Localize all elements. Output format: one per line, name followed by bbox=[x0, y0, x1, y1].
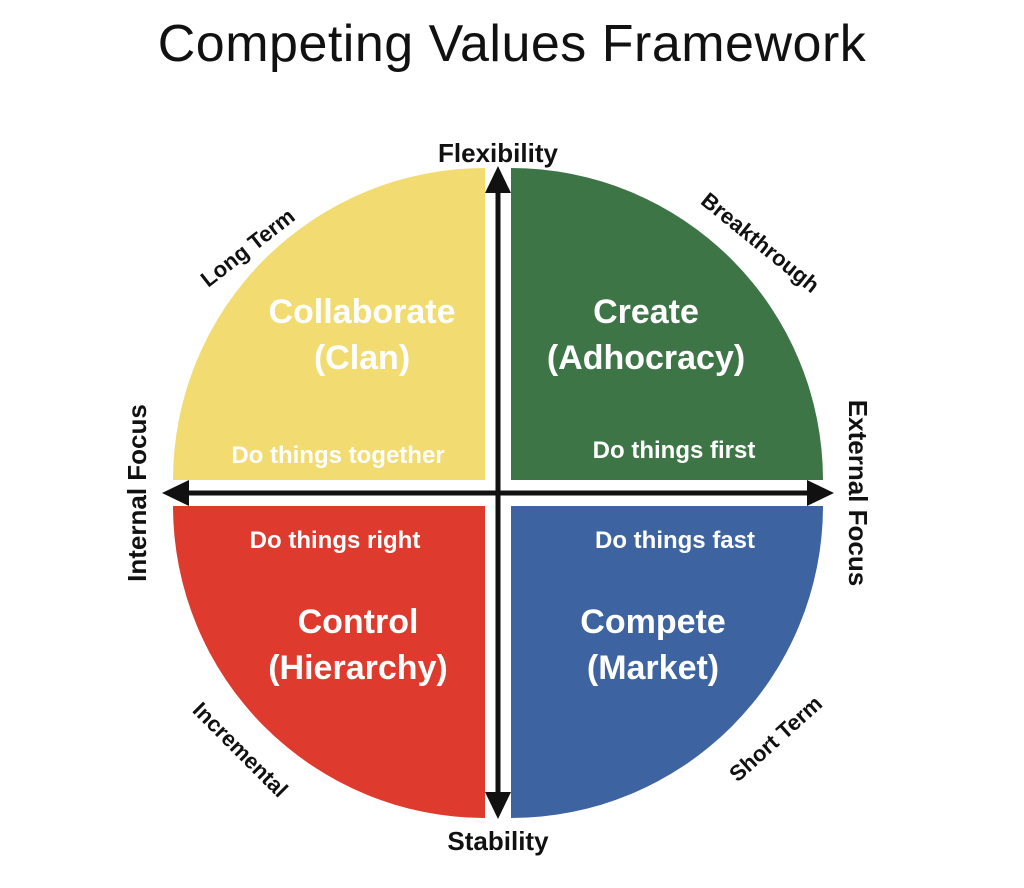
quadrant-compete-title: Compete (Market) bbox=[503, 599, 803, 691]
quadrant-collaborate-name: Collaborate bbox=[268, 293, 456, 331]
arrowhead-down-icon bbox=[485, 792, 511, 819]
vertical-axis-arrow bbox=[485, 166, 511, 819]
arrowhead-left-icon bbox=[162, 480, 189, 506]
quadrant-control-title: Control (Hierarchy) bbox=[208, 599, 508, 691]
arrowhead-up-icon bbox=[485, 166, 511, 193]
quadrant-create-title: Create (Adhocracy) bbox=[496, 289, 796, 381]
axis-label-internal-focus: Internal Focus bbox=[122, 404, 152, 582]
quadrant-create-motto: Do things first bbox=[592, 437, 756, 464]
quadrant-control-motto: Do things right bbox=[249, 527, 421, 554]
axis-label-stability: Stability bbox=[447, 826, 549, 856]
quadrant-collaborate-subtitle: (Clan) bbox=[313, 339, 411, 377]
quadrant-compete-subtitle: (Market) bbox=[586, 649, 720, 687]
quadrant-create-subtitle: (Adhocracy) bbox=[546, 339, 746, 377]
arrowhead-right-icon bbox=[807, 480, 834, 506]
quadrant-compete-name: Compete bbox=[580, 603, 726, 641]
horizontal-axis-arrow bbox=[162, 480, 834, 506]
axis-label-external-focus: External Focus bbox=[843, 399, 873, 587]
quadrant-collaborate-motto: Do things together bbox=[231, 442, 445, 469]
quadrant-create-name: Create bbox=[593, 293, 699, 331]
quadrant-control-subtitle: (Hierarchy) bbox=[268, 649, 448, 687]
quadrant-collaborate-title: Collaborate (Clan) bbox=[212, 289, 512, 381]
quadrant-control-name: Control bbox=[297, 603, 419, 641]
page-title: Competing Values Framework bbox=[157, 15, 867, 73]
axis-label-flexibility: Flexibility bbox=[438, 138, 558, 168]
quadrant-compete-motto: Do things fast bbox=[595, 527, 755, 554]
